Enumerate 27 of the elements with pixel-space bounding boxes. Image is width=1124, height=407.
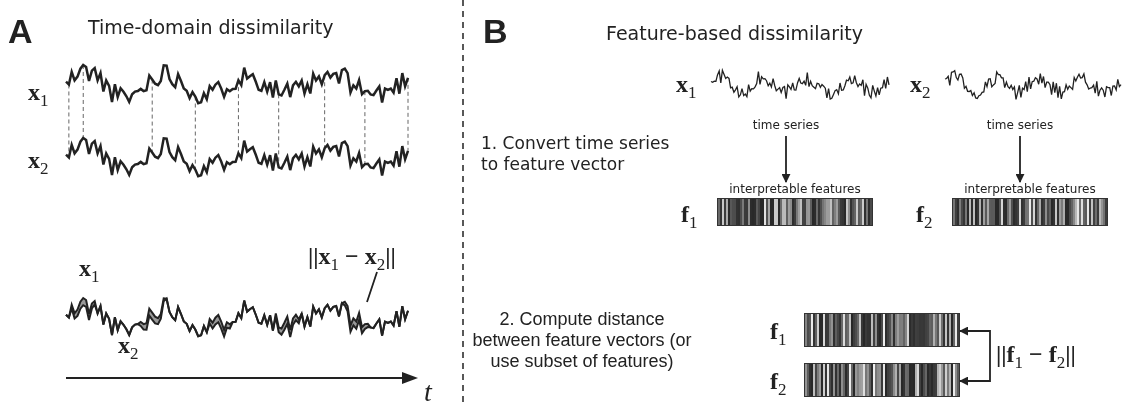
step-text: 2. Compute distance between feature vectors (or use subset of features) <box>472 309 692 372</box>
arrow <box>959 326 991 386</box>
series-label: x$_{2}$ <box>118 333 139 365</box>
series-label: x$_{2}$ <box>28 148 49 180</box>
series-label: x$_{1}$ <box>676 72 697 104</box>
distance-label: ||x$_{1}$ − x$_{2}$|| <box>308 244 396 276</box>
feature-label: f$_{2}$ <box>770 369 787 401</box>
panel-title: Time-domain dissimilarity <box>88 16 334 38</box>
node-label: time series <box>751 118 821 132</box>
panel-letter: B <box>483 14 508 48</box>
feature-label: f$_{1}$ <box>770 319 787 351</box>
series-label: x$_{1}$ <box>79 256 100 288</box>
panel-title: Feature-based dissimilarity <box>606 22 863 44</box>
step-text: 1. Convert time series to feature vector <box>481 133 671 175</box>
feature-label: f$_{1}$ <box>681 202 698 234</box>
edge-label: ||f$_{1}$ − f$_{2}$|| <box>996 342 1076 374</box>
series-label: x$_{2}$ <box>910 72 931 104</box>
arrow <box>781 135 791 183</box>
feature-heading: interpretable features <box>963 182 1097 196</box>
feature-label: f$_{2}$ <box>916 202 933 234</box>
axis-label: t <box>424 378 432 406</box>
feature-heading: interpretable features <box>728 182 862 196</box>
series-label: x$_{1}$ <box>28 80 49 112</box>
node-label: time series <box>985 118 1055 132</box>
panel-letter: A <box>8 14 33 48</box>
leader-line <box>366 271 378 303</box>
arrow <box>1015 135 1025 183</box>
